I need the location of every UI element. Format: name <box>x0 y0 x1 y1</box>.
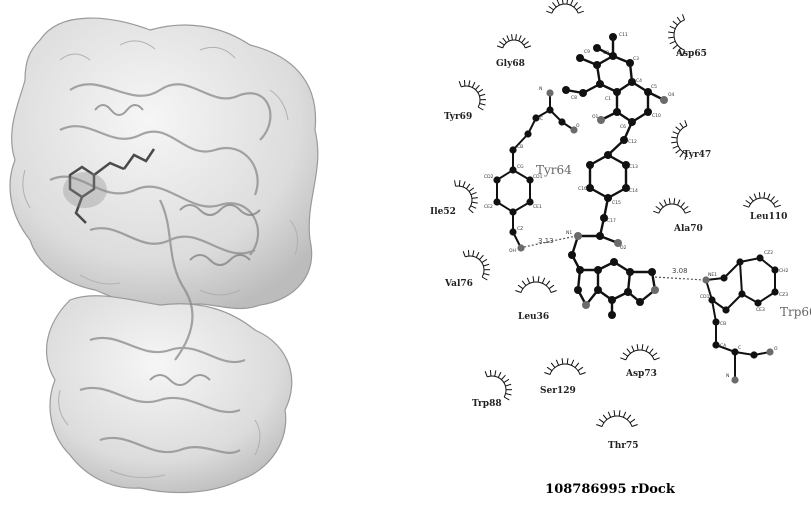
residue-label-tyr47: Tyr47 <box>683 150 711 160</box>
svg-text:CE2: CE2 <box>484 204 493 210</box>
svg-text:O4: O4 <box>668 92 675 98</box>
surface-upper-lobe <box>9 17 319 310</box>
svg-text:C1: C1 <box>605 96 611 102</box>
residue-label-trp88: Trp88 <box>472 399 502 409</box>
svg-text:NE1: NE1 <box>708 272 717 278</box>
residue-label-val76: Val76 <box>444 279 473 289</box>
svg-text:O1: O1 <box>592 114 599 120</box>
residue-label-ile52: Ile52 <box>430 207 456 217</box>
svg-text:CB: CB <box>720 321 726 327</box>
svg-text:C12: C12 <box>628 139 637 145</box>
residue-label-ala70: Ala70 <box>673 224 703 234</box>
svg-text:C10: C10 <box>652 113 661 119</box>
atoms <box>493 33 779 384</box>
ligand-pocket <box>63 172 107 208</box>
svg-text:C: C <box>540 116 543 122</box>
arc-leu36 <box>515 276 557 293</box>
bound-ligand-sticks <box>68 148 156 224</box>
residue-label-gly68: Gly68 <box>496 59 525 69</box>
arc-thr75 <box>596 410 638 427</box>
svg-text:C2: C2 <box>603 50 609 56</box>
figure-caption: 108786995 rDock <box>545 482 675 497</box>
svg-text:CG: CG <box>517 164 524 170</box>
arc-val76 <box>462 250 491 281</box>
hydrogen-bonds <box>523 235 705 281</box>
svg-text:CZ2: CZ2 <box>764 250 773 256</box>
hbond-distance-2: 3.08 <box>672 267 688 275</box>
residue-label-asp73: Asp73 <box>625 369 657 379</box>
surface-bumps <box>22 40 299 479</box>
residue-label-tyr64: Tyr64 <box>536 163 572 177</box>
arc-asp73 <box>620 344 660 361</box>
hydrophobic-residue-labels: Gly68 Asp65 Tyr69 Tyr47 Ile52 Ala70 Leu1… <box>430 49 787 451</box>
arc-asp65 <box>668 14 685 56</box>
svg-text:C5: C5 <box>651 84 657 90</box>
svg-text:C4: C4 <box>636 78 642 84</box>
svg-text:C14: C14 <box>629 188 638 194</box>
svg-text:OH: OH <box>509 248 516 254</box>
svg-text:C8: C8 <box>571 95 577 101</box>
svg-text:C15: C15 <box>612 200 621 206</box>
arc-ser129 <box>544 358 586 375</box>
svg-text:C16: C16 <box>578 186 587 192</box>
arc-gly68 <box>496 34 532 49</box>
svg-text:CZ3: CZ3 <box>779 292 788 298</box>
residue-label-ser129: Ser129 <box>540 386 576 396</box>
svg-text:O2: O2 <box>620 245 627 251</box>
arc-trp88 <box>484 370 513 401</box>
svg-text:C3: C3 <box>633 56 639 62</box>
arc-ala70 <box>653 198 691 214</box>
svg-text:O: O <box>576 123 580 129</box>
svg-text:CE1: CE1 <box>533 204 542 210</box>
residue-label-leu36: Leu36 <box>518 312 549 322</box>
svg-text:C9: C9 <box>584 49 590 55</box>
svg-text:CD1: CD1 <box>533 174 543 180</box>
svg-text:N1: N1 <box>566 230 572 236</box>
hydrophobic-contact-arcs <box>454 0 781 427</box>
arc-ile52 <box>454 180 478 214</box>
residue-label-thr75: Thr75 <box>608 441 639 451</box>
atom-labels: C11 C2 C3 C4 C1 C9 C8 C5 C10 O4 O1 C6 C1… <box>484 32 789 379</box>
svg-text:N: N <box>539 86 542 92</box>
hbond-distance-1: 3.13 <box>538 237 554 245</box>
svg-text:C17: C17 <box>607 218 616 224</box>
svg-text:CZ: CZ <box>517 226 523 232</box>
svg-text:C: C <box>738 345 741 351</box>
svg-text:C13: C13 <box>629 164 638 170</box>
hbond-line-2 <box>654 276 705 281</box>
residue-label-leu110: Leu110 <box>750 212 787 222</box>
residue-label-trp60: Trp60 <box>780 305 811 319</box>
helix-coils <box>94 104 261 386</box>
svg-text:CE3: CE3 <box>756 307 765 313</box>
svg-text:N: N <box>726 373 729 379</box>
residue-label-asp65: Asp65 <box>675 49 707 59</box>
hbond-line-1 <box>523 235 577 248</box>
svg-text:O: O <box>774 346 778 352</box>
arc-tyr69 <box>458 80 487 111</box>
svg-text:C11: C11 <box>619 32 628 38</box>
svg-text:CD1: CD1 <box>700 294 710 300</box>
ligplot-interaction-diagram: C11 C2 C3 C4 C1 C9 C8 C5 C10 O4 O1 C6 C1… <box>430 0 811 451</box>
surface-lower-lobe <box>46 295 293 494</box>
arc-tyr47 <box>671 120 688 160</box>
residue-label-tyr69: Tyr69 <box>444 112 472 122</box>
svg-text:CH2: CH2 <box>779 268 789 274</box>
arc-leu110 <box>743 192 781 208</box>
arc-top <box>546 0 584 14</box>
svg-text:CD2: CD2 <box>484 174 494 180</box>
svg-text:CB: CB <box>517 144 523 150</box>
ribbon-cartoon <box>49 83 272 454</box>
svg-text:CA: CA <box>720 343 727 349</box>
protein-surface-render <box>9 17 319 494</box>
svg-text:C6: C6 <box>620 124 626 130</box>
